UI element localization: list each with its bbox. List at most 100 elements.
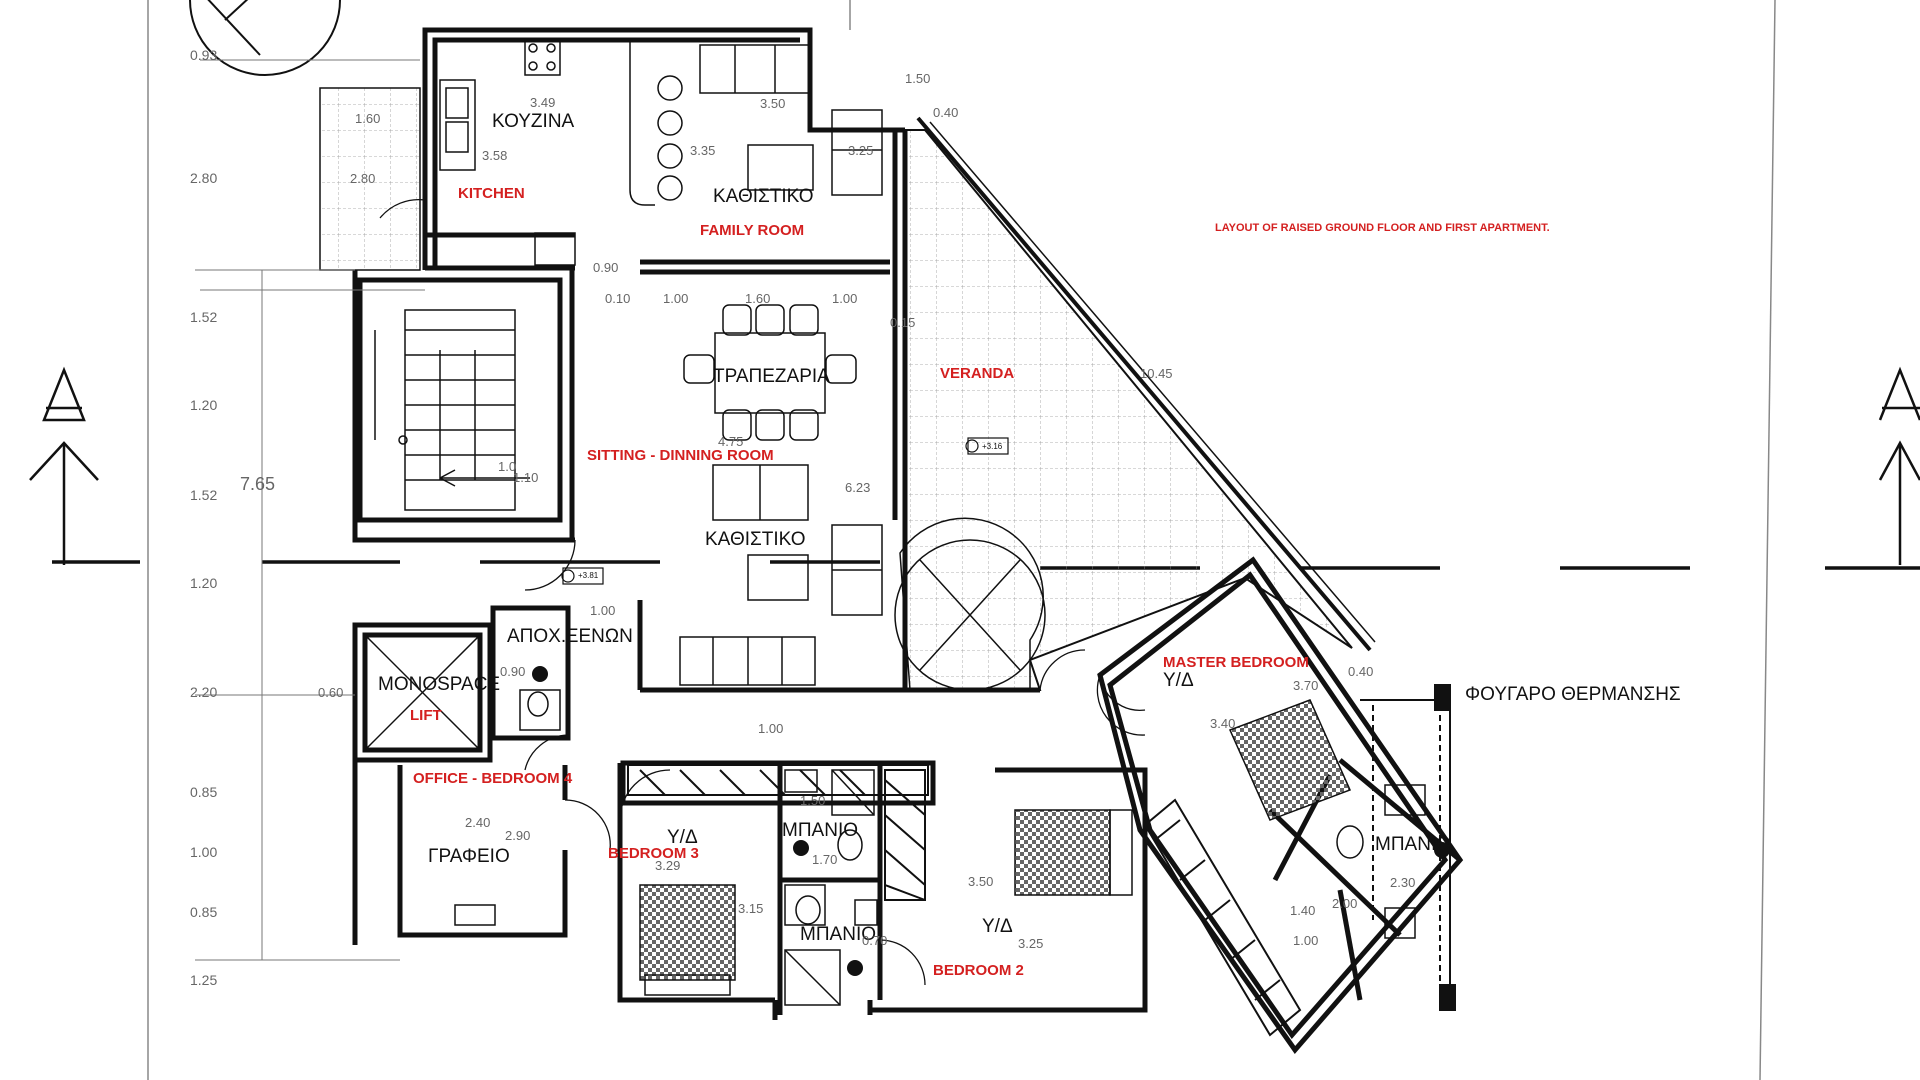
dim-label: 3.50 xyxy=(760,96,785,111)
axis-dim: 2.80 xyxy=(190,170,217,186)
dim-label: 0.60 xyxy=(318,685,343,700)
label-kitchen: KITCHEN xyxy=(458,185,525,202)
site-boundary xyxy=(147,0,1776,1080)
label-lift: LIFT xyxy=(410,707,442,724)
label-bed2-greek: Υ/Δ xyxy=(982,916,1013,937)
dim-label: 2.80 xyxy=(350,171,375,186)
interior-dims: 3.49 1.60 3.58 2.80 3.50 3.35 3.25 1.50 … xyxy=(318,71,1415,951)
extract-fan-icons xyxy=(532,666,1450,976)
section-mark-left xyxy=(29,366,99,565)
dim-label: 6.23 xyxy=(845,480,870,495)
axis-dim: 0.85 xyxy=(190,904,217,920)
dim-label: 1.00 xyxy=(758,721,783,736)
dim-label: 0.70 xyxy=(862,933,887,948)
dim-label: 1.00 xyxy=(832,291,857,306)
dim-label: 0.40 xyxy=(1348,664,1373,679)
dim-label: 1.0 xyxy=(498,459,516,474)
label-bath-b-greek: ΜΠΑΝΙΟ xyxy=(800,924,876,945)
dim-label: 2.00 xyxy=(1332,896,1357,911)
label-living-top-greek: ΚΑΘΙΣΤΙΚΟ xyxy=(713,186,814,207)
dim-label: 0.10 xyxy=(605,291,630,306)
doors xyxy=(379,198,1146,986)
axis-dim: 1.20 xyxy=(190,575,217,591)
label-veranda: VERANDA xyxy=(940,365,1014,382)
label-living-mid-greek: ΚΑΘΙΣΤΙΚΟ xyxy=(705,529,806,550)
office-desk xyxy=(454,904,496,926)
dim-label: 2.40 xyxy=(465,815,490,830)
label-dining-greek: ΤΡΑΠΕΖΑΡΙΑ xyxy=(713,366,830,387)
dim-label: 3.25 xyxy=(1018,936,1043,951)
living-furniture xyxy=(679,464,1046,691)
staircase xyxy=(374,309,530,511)
dim-label: 3.58 xyxy=(482,148,507,163)
dining-table xyxy=(683,304,857,441)
dim-label: 3.50 xyxy=(968,874,993,889)
dim-label: 0.90 xyxy=(500,664,525,679)
section-mark-right xyxy=(1878,366,1920,565)
axis-dim: 0.85 xyxy=(190,784,217,800)
level-markers xyxy=(561,437,1009,585)
label-master-bedroom: MASTER BEDROOM xyxy=(1163,654,1309,671)
axis-ticks xyxy=(195,59,425,961)
level-label-1: +3.81 xyxy=(578,571,599,580)
level-label-2: +3.16 xyxy=(982,442,1003,451)
sanitary-fixtures xyxy=(519,689,1426,1006)
north-arrow-icon xyxy=(189,0,341,76)
dim-label: 0.90 xyxy=(593,260,618,275)
axis-dim: 1.52 xyxy=(190,309,217,325)
title-note: LAYOUT OF RAISED GROUND FLOOR AND FIRST … xyxy=(1215,222,1550,234)
label-sitting-dining: SITTING - DINNING ROOM xyxy=(587,447,774,464)
dim-label: 1.00 xyxy=(590,603,615,618)
label-bed3-greek: Υ/Δ xyxy=(667,827,698,848)
dim-label: 1.50 xyxy=(905,71,930,86)
dim-label: 3.70 xyxy=(1293,678,1318,693)
chimney-marker xyxy=(1360,684,1456,1011)
dim-label: 0.40 xyxy=(933,105,958,120)
label-monospace: MONOSPACE xyxy=(378,674,500,695)
label-bath-a-greek: ΜΠΑΝΙΟ xyxy=(782,820,858,841)
dim-label: 1.00 xyxy=(1293,933,1318,948)
dim-label: 4.75 xyxy=(718,434,743,449)
dim-label: 1.60 xyxy=(745,291,770,306)
wardrobes xyxy=(627,764,1302,1037)
axis-dim: 1.25 xyxy=(190,972,217,988)
axis-dim: 1.20 xyxy=(190,397,217,413)
kitchen-fixtures xyxy=(439,39,883,266)
axis-dim: 0.93 xyxy=(190,47,217,63)
lift-shaft xyxy=(364,634,481,751)
total-dim: 7.65 xyxy=(240,474,275,494)
axis-dim: 1.00 xyxy=(190,844,217,860)
label-master-greek: Υ/Δ xyxy=(1163,670,1194,691)
dim-label: 3.15 xyxy=(738,901,763,916)
label-bedroom-3: BEDROOM 3 xyxy=(608,845,699,862)
dim-label: 1.00 xyxy=(663,291,688,306)
dim-label: 1.40 xyxy=(1290,903,1315,918)
label-bath-master-greek: ΜΠΑΝΙΟ xyxy=(1375,834,1451,855)
label-office-greek: ΓΡΑΦΕΙΟ xyxy=(428,846,510,867)
dim-label: 2.30 xyxy=(1390,875,1415,890)
dim-label: 1.70 xyxy=(812,852,837,867)
kitchen-balcony xyxy=(319,87,421,271)
dim-label: 3.35 xyxy=(690,143,715,158)
beds xyxy=(639,699,1352,996)
dim-label: 3.29 xyxy=(655,858,680,873)
dim-label: 1.60 xyxy=(355,111,380,126)
dim-label: 1.50 xyxy=(800,793,825,808)
dim-label: 10.45 xyxy=(1140,366,1173,381)
dim-label: 1.10 xyxy=(513,470,538,485)
dim-label: 3.40 xyxy=(1210,716,1235,731)
label-kitchen-greek: ΚΟΥΖΙΝΑ xyxy=(492,111,575,132)
walls xyxy=(352,27,1464,1055)
dim-label: 3.49 xyxy=(530,95,555,110)
label-bedroom-2: BEDROOM 2 xyxy=(933,962,1024,979)
dim-label: 0.15 xyxy=(890,315,915,330)
axis-dim: 1.52 xyxy=(190,487,217,503)
label-chimney-greek: ΦΟΥΓΑΡΟ ΘΕΡΜΑΝΣΗΣ xyxy=(1465,684,1681,705)
dim-label: 3.25 xyxy=(848,143,873,158)
left-axis-dims: 0.93 2.80 1.52 1.20 1.52 1.20 2.20 0.85 … xyxy=(190,47,217,988)
label-office: OFFICE - BEDROOM 4 xyxy=(413,770,573,787)
axis-dim: 2.20 xyxy=(190,684,217,700)
label-family-room: FAMILY ROOM xyxy=(700,222,804,239)
dim-label: 2.90 xyxy=(505,828,530,843)
